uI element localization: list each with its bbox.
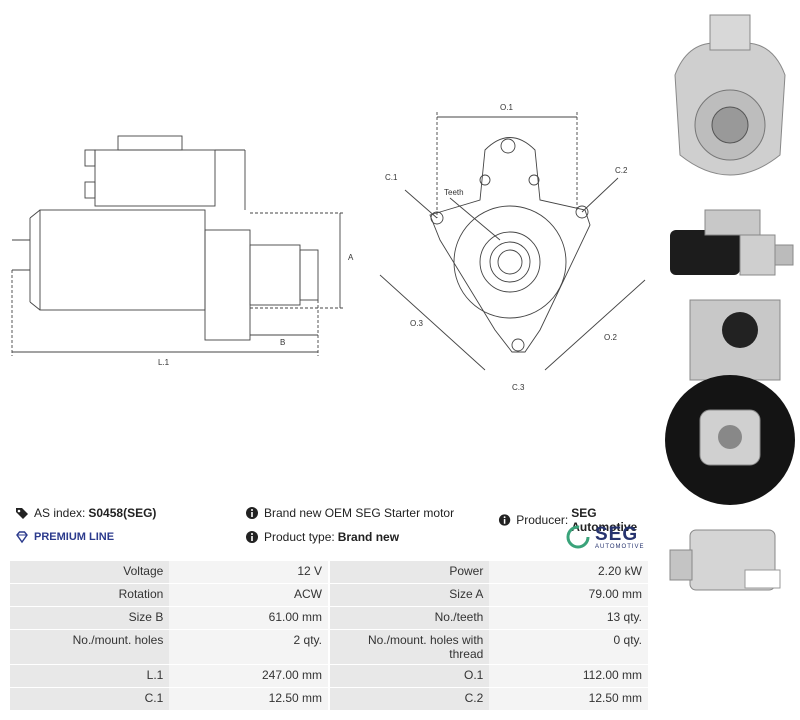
- spec-key: No./mount. holes with thread: [330, 630, 490, 664]
- spec-key: Size B: [10, 607, 170, 629]
- spec-value: 2.20 kW: [489, 561, 650, 583]
- dim-label-teeth: Teeth: [444, 188, 464, 197]
- dim-label-c2: C.2: [615, 166, 628, 175]
- spec-key: No./teeth: [330, 607, 490, 629]
- spec-key: O.1: [330, 665, 490, 687]
- spec-value: 247.00 mm: [169, 665, 330, 687]
- spec-key: Size A: [330, 584, 490, 606]
- dim-label-c3: C.3: [512, 383, 525, 392]
- premium-line-badge: PREMIUM LINE: [15, 530, 114, 544]
- spec-value: 13 qty.: [489, 607, 650, 629]
- dim-label-l1: L.1: [158, 358, 170, 367]
- spec-key: C.2: [330, 688, 490, 710]
- producer-value: SEG Automotive: [571, 506, 638, 534]
- product-photo-label[interactable]: [660, 520, 800, 605]
- info-icon: [246, 507, 258, 519]
- product-type: Product type: Brand new: [245, 530, 399, 544]
- product-photo-rear[interactable]: [660, 295, 800, 520]
- tag-icon: [16, 508, 28, 519]
- dim-label-o2: O.2: [604, 333, 617, 342]
- dim-label-a: A: [348, 253, 354, 262]
- product-info: AS index: S0458(SEG) PREMIUM LINE Brand …: [0, 500, 660, 560]
- spec-value: 2 qty.: [169, 630, 330, 664]
- info-icon: [246, 531, 258, 543]
- spec-key: Rotation: [10, 584, 170, 606]
- mounting-flange: [429, 137, 591, 353]
- seg-logo-mark: [566, 525, 590, 549]
- solenoid: [94, 149, 216, 207]
- product-type-value: Brand new: [337, 530, 400, 544]
- spec-value: 0 qty.: [489, 630, 650, 664]
- spec-value: ACW: [169, 584, 330, 606]
- technical-drawing: A B L.1 O.1 O.2 O.3 C.1 C.2 C.3 Teeth: [11, 103, 646, 392]
- dim-label-o3: O.3: [410, 319, 423, 328]
- dim-label-c1: C.1: [385, 173, 398, 182]
- seg-logo: SEG AUTOMOTIVE: [565, 524, 645, 550]
- motor-housing: [39, 209, 206, 311]
- as-index: AS index: S0458(SEG): [15, 506, 156, 520]
- as-index-value: S0458(SEG): [88, 506, 157, 520]
- spec-key: L.1: [10, 665, 170, 687]
- diamond-icon: [16, 531, 28, 544]
- description: Brand new OEM SEG Starter motor: [245, 506, 454, 520]
- spec-value: 112.00 mm: [489, 665, 650, 687]
- spec-value: 61.00 mm: [169, 607, 330, 629]
- product-thumbnails: [660, 0, 800, 720]
- spec-key: Voltage: [10, 561, 170, 583]
- spec-key: Power: [330, 561, 490, 583]
- spec-value: 12.50 mm: [169, 688, 330, 710]
- product-photo-front[interactable]: [660, 5, 800, 200]
- info-icon: [498, 514, 511, 526]
- spec-value: 12 V: [169, 561, 330, 583]
- dim-label-b: B: [280, 338, 285, 347]
- product-photo-side[interactable]: [660, 200, 800, 295]
- spec-value: 12.50 mm: [489, 688, 650, 710]
- spec-value: 79.00 mm: [489, 584, 650, 606]
- producer: Producer: SEG Automotive: [498, 506, 660, 534]
- dim-label-o1: O.1: [500, 103, 513, 112]
- spec-key: No./mount. holes: [10, 630, 170, 664]
- spec-key: C.1: [10, 688, 170, 710]
